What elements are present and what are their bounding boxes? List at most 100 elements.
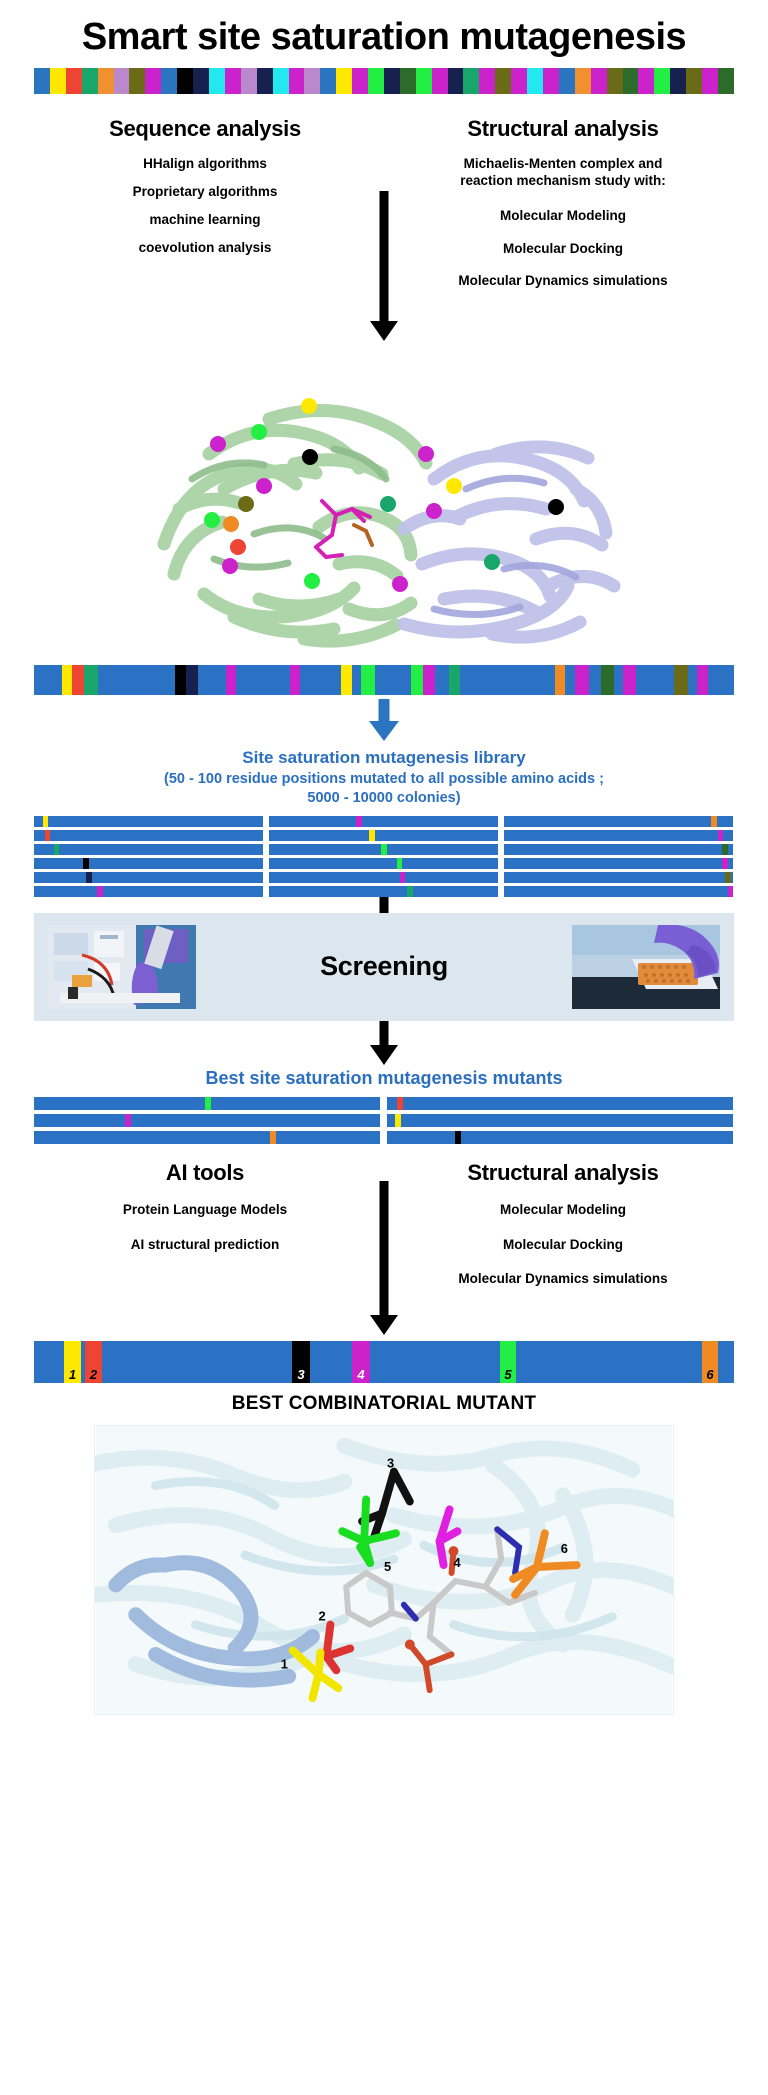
rainbow-segment: [590, 67, 607, 94]
sequence-segment: [696, 665, 708, 696]
marker-label-5: 5: [504, 1367, 512, 1383]
structural-analysis-column-2: Structural analysis Molecular Modeling M…: [384, 1160, 724, 1300]
rainbow-segment: [145, 67, 162, 94]
library-segment: [396, 857, 403, 869]
arrow-shaft: [379, 1020, 389, 1049]
library-sequence: [269, 885, 498, 897]
library-segment: [356, 815, 362, 827]
best-mutant-segment: [397, 1096, 404, 1110]
sequence-segment: [411, 665, 424, 696]
best-mutant-segment: [124, 1113, 131, 1127]
residue-label-6: 6: [561, 1541, 568, 1556]
library-segment: [269, 871, 400, 883]
library-segment: [269, 815, 357, 827]
library-segment: [88, 857, 263, 869]
best-mutant-row: [34, 1113, 734, 1127]
rainbow-segment: [670, 67, 687, 94]
ai-item-0: Protein Language Models: [122, 1201, 288, 1217]
structural2-item-0: Molecular Modeling: [499, 1201, 626, 1217]
best-mutant-sequence: [34, 1096, 380, 1110]
sequence-segment: [72, 665, 85, 696]
sequence-segment: [197, 665, 227, 696]
screening-panel: Screening: [34, 912, 734, 1021]
library-segment: [504, 857, 723, 869]
best-mutant-segment: [455, 1130, 462, 1144]
library-sequence: [269, 857, 498, 869]
library-segment: [412, 885, 498, 897]
rainbow-segment: [654, 67, 671, 94]
rainbow-segment: [702, 67, 718, 94]
combinatorial-marker-1: 1: [64, 1341, 81, 1384]
combinatorial-marker-2: 2: [85, 1341, 102, 1384]
best-mutant-segment: [34, 1113, 125, 1127]
library-row: [34, 857, 734, 869]
library-row: [34, 815, 734, 827]
residue-1-sticks: [288, 1646, 343, 1703]
combinatorial-marker-5: 5: [500, 1341, 516, 1384]
combinatorial-marker-6: 6: [702, 1341, 718, 1384]
rainbow-segment: [638, 67, 655, 94]
combinatorial-segment: [370, 1341, 500, 1384]
sequence-segment: [360, 665, 375, 696]
best-mutant-segment: [403, 1096, 733, 1110]
protein-structure-dimer-image: [104, 359, 664, 650]
residue-2-sticks: [322, 1620, 355, 1675]
arrow-1-region: [0, 191, 768, 359]
library-row: [34, 829, 734, 841]
rainbow-segment: [622, 67, 639, 94]
best-mutant-segment: [387, 1113, 396, 1127]
rainbow-segment: [527, 67, 543, 94]
library-segment: [374, 829, 498, 841]
best-mutant-segment: [130, 1113, 380, 1127]
rainbow-segment: [717, 67, 734, 94]
sequence-segment: [435, 665, 450, 696]
library-sequence: [34, 815, 263, 827]
library-segment: [269, 857, 397, 869]
rainbow-segment: [81, 67, 98, 94]
ai-item-1: AI structural prediction: [130, 1236, 280, 1252]
library-row: [34, 871, 734, 883]
rainbow-segment: [288, 67, 305, 94]
sequence-segment: [674, 665, 688, 696]
rainbow-segment: [415, 67, 432, 94]
library-segment: [386, 843, 498, 855]
library-segment: [34, 815, 43, 827]
combinatorial-title: BEST COMBINATORIAL MUTANT: [231, 1393, 537, 1415]
rainbow-segment: [574, 67, 591, 94]
library-segment: [381, 843, 387, 855]
library-segment: [269, 885, 408, 897]
residue-6-sticks: [509, 1529, 581, 1600]
library-segment: [722, 857, 728, 869]
sequence-segment: [623, 665, 637, 696]
library-sequence: [269, 871, 498, 883]
best-mutant-sequence: [34, 1113, 380, 1127]
arrow-shaft-blue: [378, 699, 390, 726]
microplate-photo: [571, 924, 720, 1009]
sequence-segment: [34, 665, 63, 696]
library-segment: [86, 871, 92, 883]
library-segment: [48, 815, 263, 827]
marker-label-4: 4: [357, 1367, 365, 1383]
library-segment: [44, 829, 51, 841]
library-segment: [727, 843, 733, 855]
sequence-segment: [601, 665, 615, 696]
best-mutant-sequence: [387, 1113, 733, 1127]
rainbow-segment: [320, 67, 337, 94]
rainbow-segment: [208, 67, 225, 94]
sequence-item-2: machine learning: [149, 211, 261, 227]
rainbow-segment: [272, 67, 289, 94]
residue-label-2: 2: [318, 1609, 325, 1624]
library-segment: [102, 885, 263, 897]
sequence-bar: [34, 665, 734, 696]
sequence-segment: [351, 665, 361, 696]
rainbow-segment: [463, 67, 480, 94]
rainbow-segment: [193, 67, 209, 94]
library-segment: [504, 829, 718, 841]
rainbow-segment: [304, 67, 321, 94]
library-segment: [717, 829, 724, 841]
residue-5-sticks: [338, 1495, 400, 1568]
rainbow-segment: [511, 67, 528, 94]
structural-analysis-heading-2: Structural analysis: [467, 1159, 659, 1185]
library-sequence: [34, 871, 263, 883]
